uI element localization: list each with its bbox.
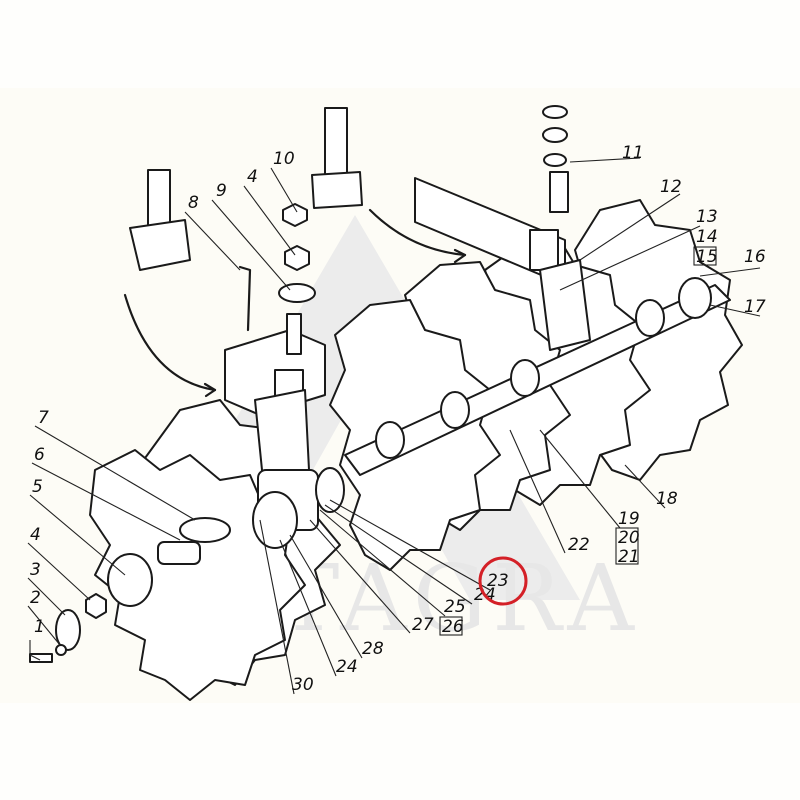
leader-24a <box>324 504 473 605</box>
nut-4-top <box>284 245 310 271</box>
bolt-11-stud <box>549 171 569 213</box>
arrowhead-right <box>453 248 467 264</box>
leader-2 <box>27 605 61 646</box>
part-label-5: 5 <box>32 477 43 497</box>
part-label-13: 13 <box>696 207 718 227</box>
spool-flange-7 <box>179 517 231 543</box>
leader-9 <box>211 199 291 291</box>
part-label-7: 7 <box>38 408 49 428</box>
nut-11-mid <box>542 127 568 143</box>
small-hardware <box>29 105 568 663</box>
part-label-15: 15 <box>696 247 718 267</box>
arrow-right <box>368 208 467 257</box>
part-label-3: 3 <box>30 560 41 580</box>
lock-washer-2 <box>55 644 67 656</box>
part-label-11: 11 <box>622 143 644 163</box>
spacer <box>635 299 665 337</box>
part-label-25: 25 <box>444 597 466 617</box>
label-box-15 <box>693 246 717 266</box>
leader-lines <box>27 157 761 695</box>
part-label-30: 30 <box>292 675 314 695</box>
washer-9 <box>278 283 316 303</box>
part-label-8: 8 <box>188 193 199 213</box>
leader-16 <box>699 267 761 277</box>
leader-5 <box>29 494 126 576</box>
part-label-2: 2 <box>30 588 41 608</box>
bearing-cap <box>315 467 345 513</box>
bolts <box>129 107 569 355</box>
nut-10 <box>282 203 308 227</box>
leader-30 <box>259 519 295 695</box>
part-label-16: 16 <box>744 247 766 267</box>
part-label-14: 14 <box>696 227 718 247</box>
leader-19 <box>539 429 621 529</box>
bearing-flange <box>252 491 298 549</box>
u-bolt-center-shank <box>324 107 348 179</box>
leader-3 <box>27 577 66 616</box>
part-label-4: 4 <box>30 525 41 545</box>
lock-plate-3 <box>55 609 81 651</box>
part-label-23: 23 <box>487 571 509 591</box>
part-label-12: 12 <box>660 177 682 197</box>
part-label-1: 1 <box>34 617 45 637</box>
cotter-pin-8 <box>238 265 252 332</box>
spacers <box>375 277 712 459</box>
bracket-plate <box>539 259 591 351</box>
part-label-21: 21 <box>618 547 640 567</box>
spacer <box>440 391 470 429</box>
leader-12 <box>579 193 681 261</box>
assembly-arrows <box>123 208 467 398</box>
leader-4b <box>243 185 296 256</box>
spacer <box>375 421 405 459</box>
bolt-1 <box>29 653 53 663</box>
leader-11 <box>569 157 641 163</box>
nut-11-top <box>542 105 568 119</box>
part-label-10: 10 <box>273 149 295 169</box>
leader-8 <box>184 211 241 271</box>
label-box-26 <box>439 616 463 636</box>
part-label-22: 22 <box>568 535 590 555</box>
washer-11 <box>543 153 567 167</box>
part-label-24b: 24 <box>336 657 358 677</box>
leader-10 <box>270 167 298 213</box>
leader-1 <box>29 640 41 661</box>
spacer <box>510 359 540 397</box>
leader-18 <box>624 464 666 509</box>
u-bolt-center-head <box>311 171 363 209</box>
leader-22 <box>509 429 566 554</box>
leader-25 <box>319 509 446 617</box>
end-nut-16 <box>678 277 712 319</box>
part-label-26: 26 <box>442 617 464 637</box>
leader-17 <box>709 304 761 317</box>
highlight-circle-part-23 <box>478 556 528 606</box>
part-labels: 1 2 3 4 5 6 7 8 9 4 10 11 12 13 14 15 16… <box>30 143 766 695</box>
part-label-20: 20 <box>618 528 640 548</box>
part-label-18: 18 <box>656 489 678 509</box>
part-label-28: 28 <box>362 639 384 659</box>
leader-7 <box>34 425 196 521</box>
part-label-4b: 4 <box>247 167 258 187</box>
label-box-20-21 <box>615 527 639 565</box>
spool-washer-5 <box>107 553 153 607</box>
threaded-stud <box>286 313 302 355</box>
arrowhead-left <box>203 382 217 398</box>
spool-bolt-6 <box>157 541 201 565</box>
part-label-19: 19 <box>618 509 640 529</box>
leader-28 <box>289 534 363 659</box>
leader-23 <box>329 499 491 591</box>
part-label-27: 27 <box>412 615 434 635</box>
leader-4 <box>27 542 91 601</box>
u-bolt-left-head <box>129 219 191 271</box>
frame-tube-end <box>529 229 559 271</box>
leader-6 <box>31 462 181 541</box>
arrow-left <box>123 293 217 392</box>
part-label-9: 9 <box>216 181 227 201</box>
leader-24b <box>279 539 337 677</box>
part-label-17: 17 <box>744 297 766 317</box>
nut-4 <box>85 593 107 619</box>
part-label-6: 6 <box>34 445 45 465</box>
leader-13 <box>559 225 701 291</box>
leader-27 <box>309 519 411 634</box>
